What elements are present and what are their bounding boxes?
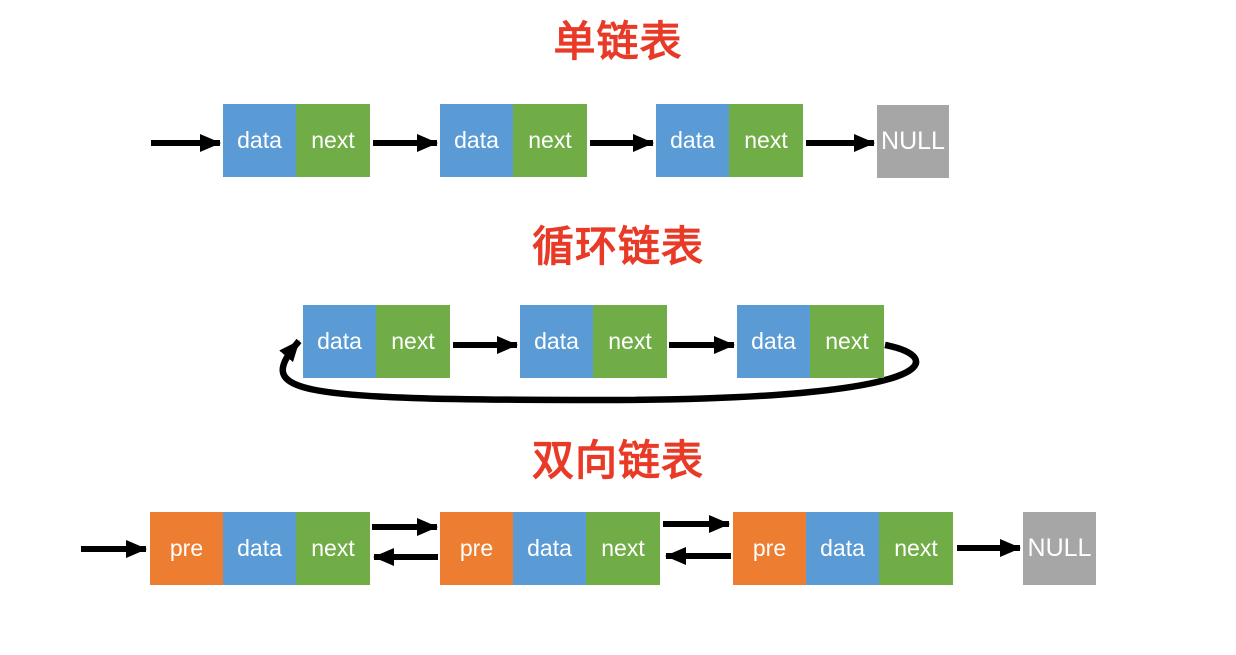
doubly-node-1: pre data next bbox=[150, 512, 370, 585]
circular-node-3: data next bbox=[737, 305, 884, 378]
doubly-node-2: pre data next bbox=[440, 512, 660, 585]
data-cell: data bbox=[223, 512, 296, 585]
next-cell: next bbox=[593, 305, 667, 378]
data-cell: data bbox=[303, 305, 376, 378]
singly-node-3: data next bbox=[656, 104, 803, 177]
data-cell: data bbox=[520, 305, 593, 378]
section-title-singly: 单链表 bbox=[553, 18, 683, 65]
section-title-doubly: 双向链表 bbox=[531, 437, 704, 484]
pre-cell: pre bbox=[150, 512, 223, 585]
next-cell: next bbox=[296, 104, 370, 177]
singly-null-block: NULL bbox=[877, 105, 949, 178]
next-cell: next bbox=[376, 305, 450, 378]
doubly-null-block: NULL bbox=[1023, 512, 1096, 585]
doubly-node-3: pre data next bbox=[733, 512, 953, 585]
data-cell: data bbox=[440, 104, 513, 177]
data-cell: data bbox=[737, 305, 810, 378]
data-cell: data bbox=[223, 104, 296, 177]
next-cell: next bbox=[879, 512, 953, 585]
singly-node-2: data next bbox=[440, 104, 587, 177]
next-cell: next bbox=[586, 512, 660, 585]
circular-node-1: data next bbox=[303, 305, 450, 378]
next-cell: next bbox=[513, 104, 587, 177]
next-cell: next bbox=[729, 104, 803, 177]
singly-node-1: data next bbox=[223, 104, 370, 177]
data-cell: data bbox=[656, 104, 729, 177]
next-cell: next bbox=[296, 512, 370, 585]
circular-node-2: data next bbox=[520, 305, 667, 378]
pre-cell: pre bbox=[440, 512, 513, 585]
section-title-circular: 循环链表 bbox=[531, 223, 704, 270]
data-cell: data bbox=[806, 512, 879, 585]
data-cell: data bbox=[513, 512, 586, 585]
next-cell: next bbox=[810, 305, 884, 378]
pre-cell: pre bbox=[733, 512, 806, 585]
